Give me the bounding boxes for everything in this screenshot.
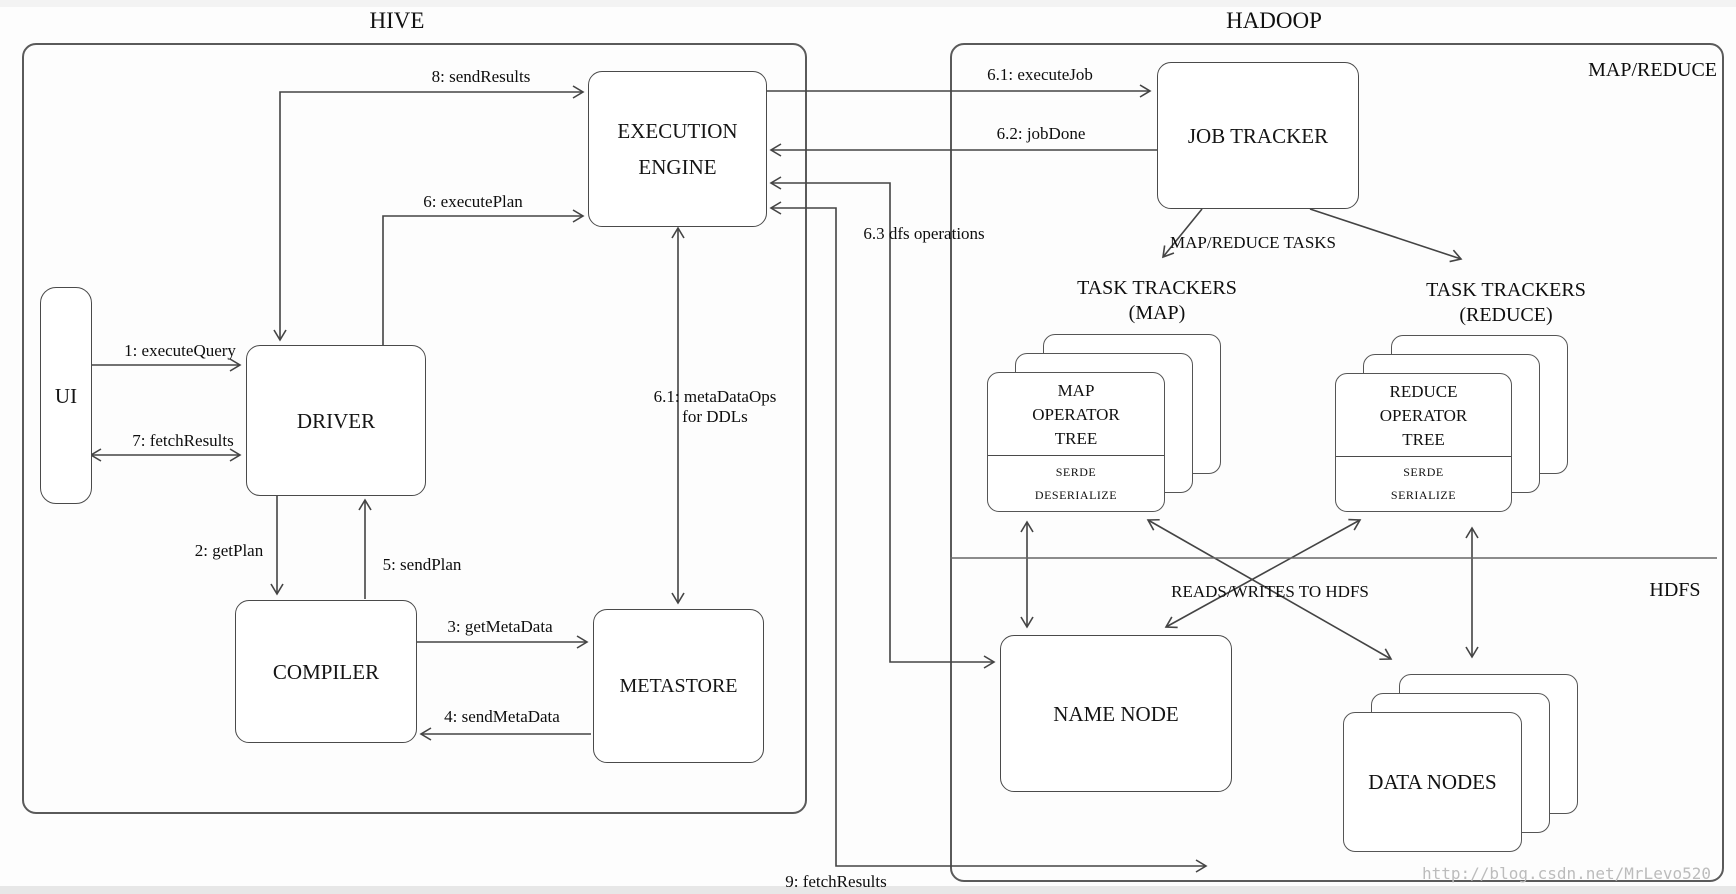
edge-label-execute-plan: 6: executePlan: [423, 192, 523, 211]
edge-label-metadata-ops-line1: 6.1: metaDataOps: [653, 387, 777, 406]
arrow-send-results: [273, 85, 585, 342]
edge-label-fetch-results-hdfs: 9: fetchResults: [785, 872, 887, 891]
edge-label-get-plan: 2: getPlan: [194, 541, 264, 560]
bottom-band: [0, 886, 1736, 894]
reduce-operator-tree-line1: REDUCE: [1389, 382, 1458, 401]
edge-label-execute-query: 1: executeQuery: [124, 341, 236, 360]
name-node-box: NAME NODE: [1000, 635, 1232, 792]
job-tracker-box: JOB TRACKER: [1157, 62, 1359, 209]
csdn-watermark: http://blog.csdn.net/MrLevo520: [1422, 864, 1711, 883]
map-operator-tree-card: MAP OPERATOR TREE SERDE DESERIALIZE: [987, 372, 1165, 512]
task-trackers-map-line1: TASK TRACKERS: [1077, 277, 1237, 299]
edge-label-metadata-ops-line2: for DDLs: [682, 407, 748, 426]
map-deserialize-label: DESERIALIZE: [1034, 487, 1118, 502]
task-trackers-reduce-line1: TASK TRACKERS: [1426, 279, 1586, 301]
task-trackers-reduce-heading: TASK TRACKERS (REDUCE): [1386, 278, 1626, 328]
reduce-operator-tree-line2: OPERATOR: [1379, 406, 1468, 425]
map-operator-tree-section: MAP OPERATOR TREE: [988, 373, 1164, 456]
reduce-serde-label: SERDE: [1403, 465, 1444, 479]
compiler-box-label: COMPILER: [272, 659, 380, 684]
map-serde-section: SERDE DESERIALIZE: [988, 456, 1164, 511]
map-operator-tree-line2: OPERATOR: [1032, 405, 1120, 424]
map-operator-tree-line3: TREE: [1054, 429, 1098, 448]
job-tracker-box-label: JOB TRACKER: [1187, 123, 1329, 148]
driver-box-label: DRIVER: [296, 408, 376, 433]
reduce-serde-section: SERDE SERIALIZE: [1336, 457, 1511, 511]
arrow-dfs-operations: [769, 176, 996, 669]
edge-label-execute-job: 6.1: executeJob: [987, 65, 1093, 84]
execution-engine-label-line2: ENGINE: [638, 155, 717, 179]
data-nodes-label: DATA NODES: [1368, 769, 1497, 794]
arrow-reduce-namenode: [1164, 518, 1362, 629]
data-nodes-card: DATA NODES: [1343, 712, 1522, 852]
arrow-tasks-to-map: [1162, 208, 1203, 259]
ui-box-label: UI: [54, 383, 78, 408]
driver-box: DRIVER: [246, 345, 426, 496]
task-trackers-map-heading: TASK TRACKERS (MAP): [1037, 276, 1277, 326]
map-operator-tree-line1: MAP: [1057, 381, 1095, 400]
reduce-operator-tree-card: REDUCE OPERATOR TREE SERDE SERIALIZE: [1335, 373, 1512, 512]
metastore-box: METASTORE: [593, 609, 764, 763]
hive-title: HIVE: [369, 8, 425, 33]
name-node-box-label: NAME NODE: [1053, 701, 1179, 726]
arrow-tasks-to-reduce: [1309, 208, 1463, 263]
compiler-box: COMPILER: [235, 600, 417, 743]
task-trackers-map-line2: (MAP): [1128, 302, 1186, 324]
mapreduce-tasks-label: MAP/REDUCE TASKS: [1170, 233, 1336, 252]
edge-label-dfs-operations: 6.3 dfs operations: [863, 224, 985, 243]
reduce-serialize-label: SERIALIZE: [1390, 488, 1457, 502]
edge-label-send-metadata: 4: sendMetaData: [444, 707, 560, 726]
ui-box: UI: [40, 287, 92, 504]
edge-label-job-done: 6.2: jobDone: [996, 124, 1086, 143]
task-trackers-reduce-line2: (REDUCE): [1459, 304, 1553, 326]
edge-label-fetch-results-ui: 7: fetchResults: [132, 431, 234, 450]
execution-engine-box: EXECUTION ENGINE: [588, 71, 767, 227]
edge-label-send-results: 8: sendResults: [431, 67, 531, 86]
reads-writes-label: READS/WRITES TO HDFS: [1171, 582, 1369, 601]
arrow-fetch-results-hdfs: [769, 201, 1208, 873]
edge-label-get-metadata: 3: getMetaData: [447, 617, 553, 636]
arrow-execute-plan: [382, 209, 585, 345]
hadoop-title: HADOOP: [1226, 8, 1322, 33]
reduce-operator-tree-line3: TREE: [1402, 430, 1445, 449]
metastore-box-label: METASTORE: [619, 675, 738, 697]
mapreduce-section-label: MAP/REDUCE: [1588, 59, 1717, 81]
hdfs-section-label: HDFS: [1649, 579, 1701, 601]
execution-engine-label-line1: EXECUTION: [617, 119, 738, 143]
edge-label-send-plan: 5: sendPlan: [382, 555, 462, 574]
reduce-operator-tree-section: REDUCE OPERATOR TREE: [1336, 374, 1511, 457]
edge-label-metadata-ops: 6.1: metaDataOps for DDLs: [635, 387, 795, 427]
map-serde-label: SERDE: [1055, 464, 1097, 479]
top-band: [0, 0, 1736, 7]
